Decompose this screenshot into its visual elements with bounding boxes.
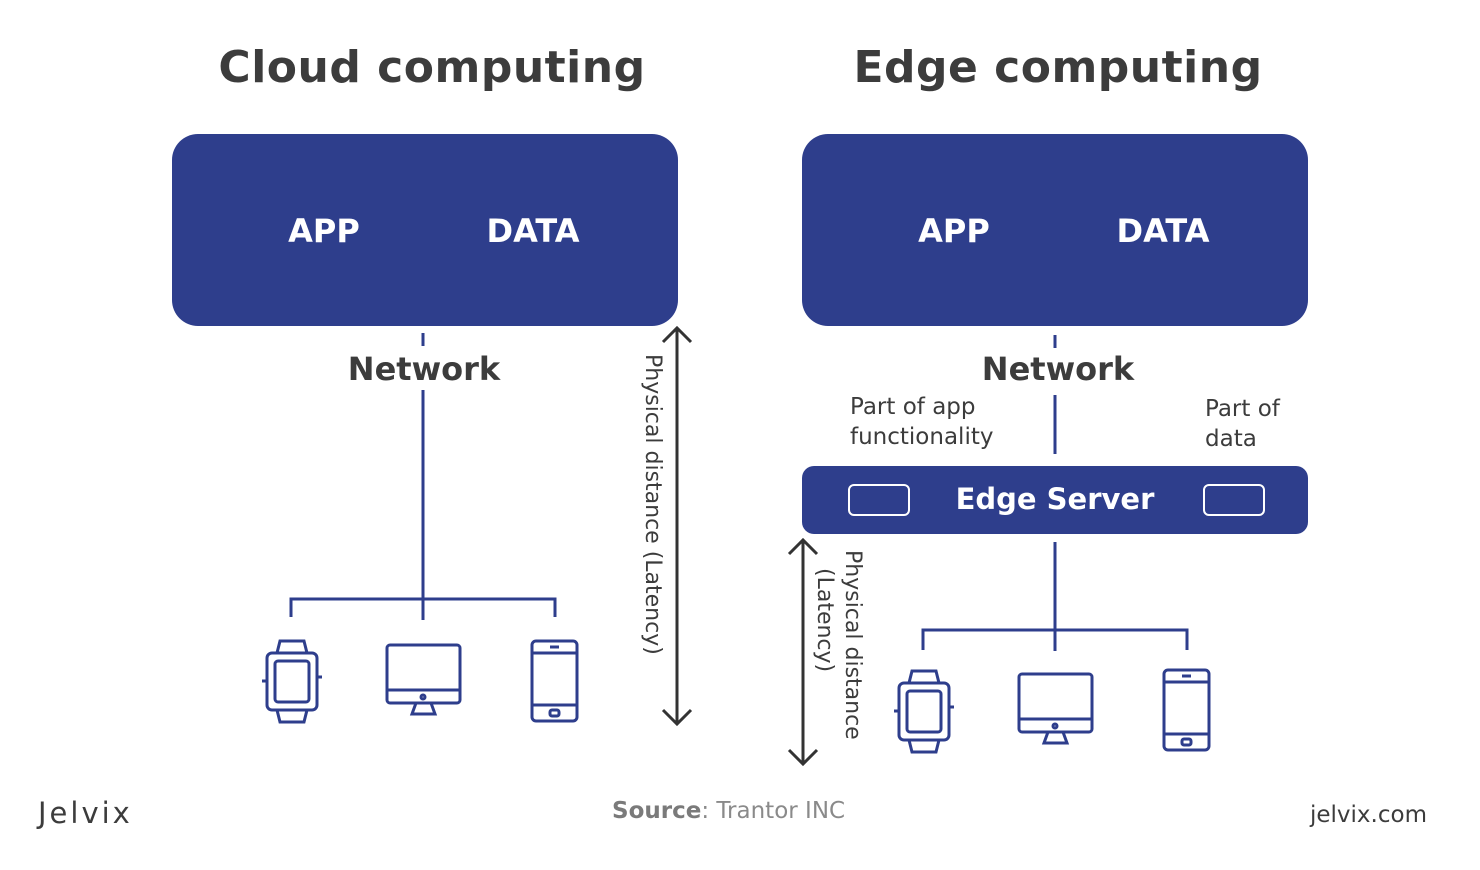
part-of-data-line2: data xyxy=(1205,426,1257,452)
cloud-distance-arrow xyxy=(661,325,693,727)
source-credit: Source: Trantor INC xyxy=(612,798,845,824)
edge-app-label: APP xyxy=(918,212,990,250)
source-label: Source xyxy=(612,798,702,824)
cloud-data-label: DATA xyxy=(486,212,580,250)
edge-server-label: Edge Server xyxy=(955,482,1155,516)
edge-title: Edge computing xyxy=(853,42,1263,93)
edge-distance-line1: Physical distance xyxy=(840,550,865,740)
edge-distance-label: Physical distance (Latency) xyxy=(810,550,866,740)
part-of-app-line1: Part of app xyxy=(850,394,976,420)
edge-phone-icon xyxy=(1162,668,1211,752)
part-of-data-line1: Part of xyxy=(1205,396,1280,422)
edge-watch-icon xyxy=(894,669,954,754)
cloud-distance-label: Physical distance (Latency) xyxy=(640,354,665,655)
cloud-desktop-icon xyxy=(385,643,462,716)
edge-network-label: Network xyxy=(981,350,1135,388)
part-of-data-label: Part of data xyxy=(1205,394,1280,454)
edge-distance-arrow xyxy=(787,537,819,767)
cloud-phone-icon xyxy=(530,639,579,723)
part-of-app-line2: functionality xyxy=(850,424,994,450)
edge-cloud-box xyxy=(802,134,1308,326)
edge-data-label: DATA xyxy=(1116,212,1210,250)
edge-distance-line2: (Latency) xyxy=(812,568,837,673)
edge-server-app-slot xyxy=(848,484,910,516)
footer-url[interactable]: jelvix.com xyxy=(1310,802,1427,828)
cloud-title: Cloud computing xyxy=(218,42,646,93)
jelvix-logo: Jelvix xyxy=(38,796,133,830)
cloud-server-box xyxy=(172,134,678,326)
cloud-network-label: Network xyxy=(347,350,501,388)
edge-server-data-slot xyxy=(1203,484,1265,516)
edge-server-box xyxy=(802,466,1308,534)
part-of-app-label: Part of app functionality xyxy=(850,392,993,452)
cloud-app-label: APP xyxy=(288,212,360,250)
edge-desktop-icon xyxy=(1017,672,1094,745)
cloud-watch-icon xyxy=(262,639,322,724)
source-value: : Trantor INC xyxy=(701,798,846,824)
cloud-device-branch-line xyxy=(289,597,557,617)
edge-device-branch-line xyxy=(921,628,1189,650)
